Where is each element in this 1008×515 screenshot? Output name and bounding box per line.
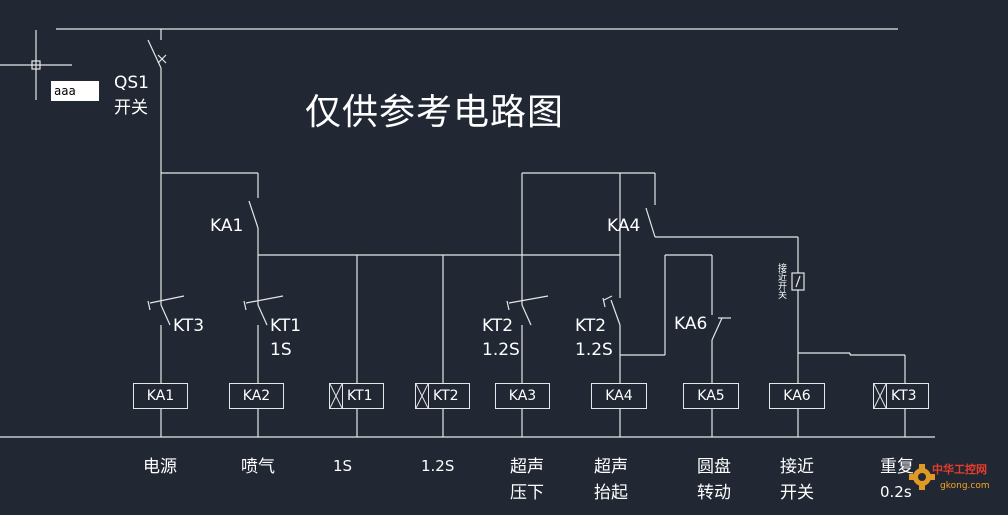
coil-ka1: KA1	[133, 383, 188, 409]
timer-coil-symbol	[416, 384, 429, 408]
caption-ultrasonic-down-1: 超声	[510, 457, 544, 477]
coil-ka3: KA3	[495, 383, 550, 409]
ka4-contact-label: KA4	[607, 216, 641, 236]
kt2-b-time-label: 1.2S	[575, 340, 613, 360]
coil-kt3: KT3	[873, 383, 929, 409]
coil-kt2: KT2	[415, 383, 470, 409]
kt3-contact-label: KT3	[173, 316, 205, 336]
timer-coil-symbol	[330, 384, 343, 408]
coil-ka3-text: KA3	[508, 388, 537, 404]
crosshair-pickbox	[31, 60, 41, 70]
proximity-switch-label: 接近开关	[776, 263, 786, 299]
timer-coil-symbol	[874, 384, 887, 408]
ka6-contact-label: KA6	[674, 314, 708, 334]
coil-ka6: KA6	[769, 383, 825, 409]
command-input[interactable]: aaa	[51, 81, 99, 101]
coil-kt2-text: KT2	[433, 388, 459, 404]
kt2-a-time-label: 1.2S	[482, 340, 520, 360]
caption-ultrasonic-up-2: 抬起	[594, 483, 628, 503]
gkong-watermark-logo: 中华工控网 gkong.com	[909, 462, 990, 491]
kt1-time-label: 1S	[270, 340, 292, 360]
caption-ultrasonic-up-1: 超声	[594, 457, 628, 477]
coil-ka5: KA5	[683, 383, 739, 409]
caption-ultrasonic-down-2: 压下	[510, 483, 544, 503]
caption-air-blow: 喷气	[241, 457, 275, 477]
coil-ka2-text: KA2	[242, 388, 271, 404]
kt2-b-contact-label: KT2	[575, 316, 607, 336]
coil-ka1-text: KA1	[146, 388, 175, 404]
qs1-label: 开关	[114, 98, 148, 118]
coil-ka4-text: KA4	[605, 388, 633, 404]
ka1-contact-label: KA1	[210, 216, 244, 236]
coil-kt1: KT1	[329, 383, 384, 409]
caption-repeat-2: 0.2s	[880, 483, 912, 501]
caption-disc-rotate-1: 圆盘	[697, 457, 731, 477]
coil-kt3-text: KT3	[891, 388, 917, 404]
caption-1s: 1S	[333, 457, 353, 475]
caption-1-2s: 1.2S	[421, 457, 455, 475]
caption-repeat-1: 重复	[880, 457, 914, 477]
caption-power: 电源	[143, 457, 177, 477]
qs1-name: QS1	[114, 73, 149, 93]
caption-proximity-1: 接近	[780, 457, 814, 477]
svg-text:中华工控网: 中华工控网	[932, 462, 987, 476]
caption-disc-rotate-2: 转动	[697, 483, 731, 503]
coil-ka6-text: KA6	[783, 388, 811, 404]
caption-proximity-2: 开关	[780, 483, 814, 503]
diagram-title: 仅供参考电路图	[305, 92, 565, 133]
coil-ka4: KA4	[591, 383, 647, 409]
svg-text:gkong.com: gkong.com	[940, 481, 990, 491]
coil-kt1-text: KT1	[347, 388, 373, 404]
kt1-contact-label: KT1	[270, 316, 302, 336]
coil-ka5-text: KA5	[697, 388, 725, 404]
kt2-a-contact-label: KT2	[482, 316, 514, 336]
coil-ka2: KA2	[229, 383, 284, 409]
